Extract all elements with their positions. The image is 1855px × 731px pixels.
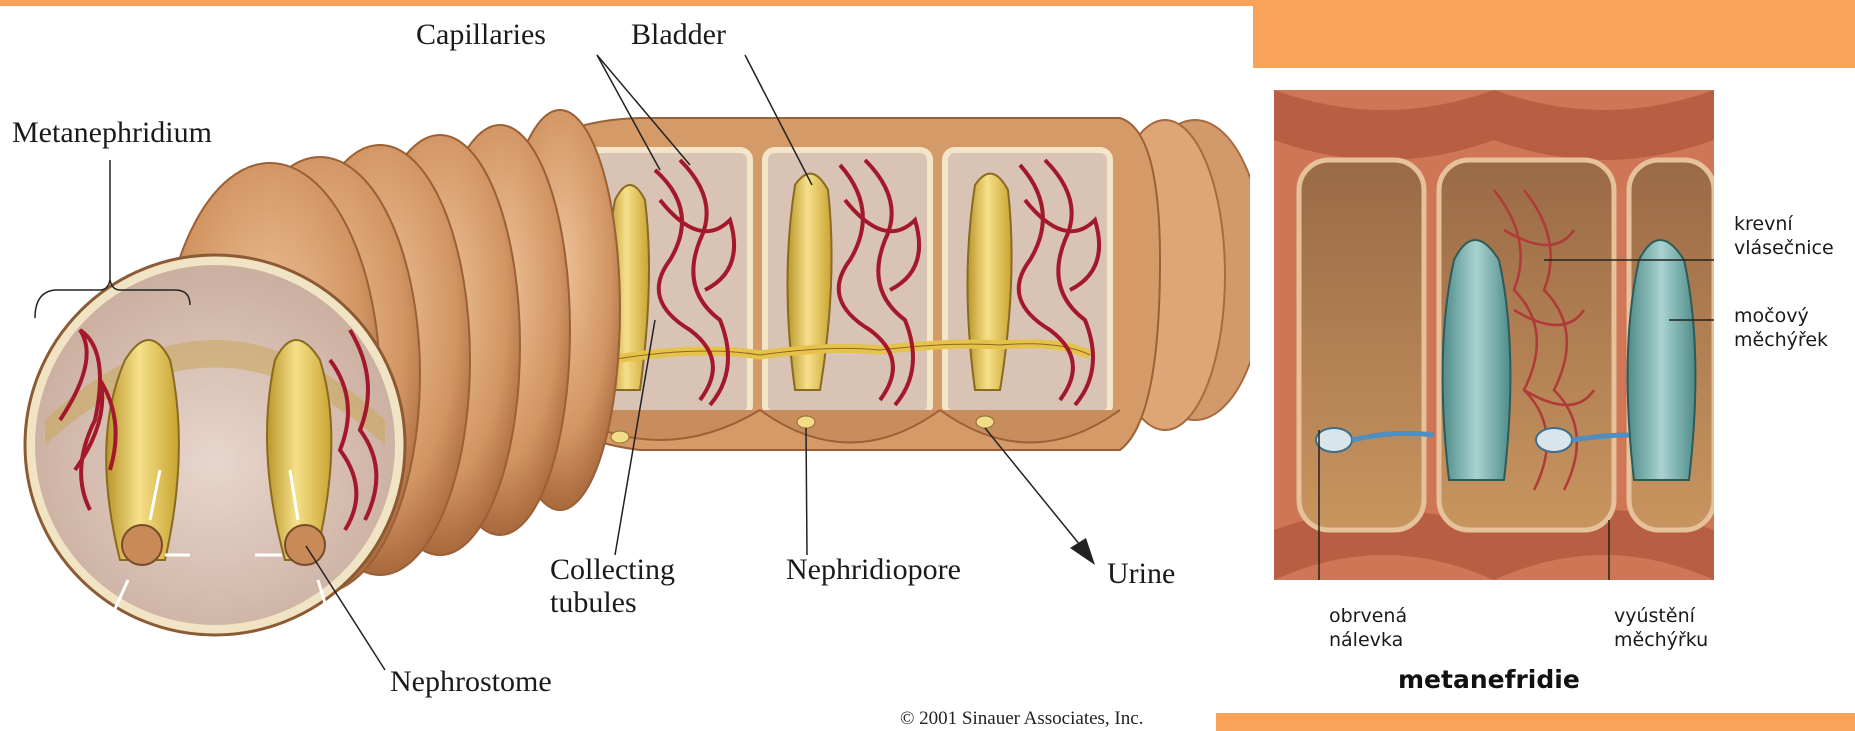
- label-krevni-vlasecnice: krevní vlásečnice: [1734, 213, 1834, 261]
- right-figure-title: metanefridie: [1398, 665, 1580, 694]
- metanefridie-illustration: [1274, 90, 1714, 590]
- label-obrvena-nalevka: obrvená nálevka: [1329, 605, 1407, 653]
- label-mocovy-mechyrek: močový měchýřek: [1734, 305, 1828, 353]
- label-nephridiopore: Nephridiopore: [786, 553, 961, 586]
- label-capillaries: Capillaries: [416, 18, 546, 51]
- right-header-bar: [1253, 0, 1855, 68]
- worm-cross-section: [25, 255, 405, 635]
- label-bladder: Bladder: [631, 18, 726, 51]
- right-footer-bar: [1216, 713, 1855, 731]
- urine-arrowhead: [1070, 538, 1095, 565]
- label-vyusteni-mechyrku: vyústění měchýřku: [1614, 605, 1708, 653]
- label-metanephridium: Metanephridium: [12, 116, 212, 149]
- label-nephrostome: Nephrostome: [390, 665, 552, 698]
- label-urine: Urine: [1107, 557, 1175, 590]
- earthworm-metanephridium-illustration: [0, 0, 1250, 731]
- label-collecting-tubules: Collecting tubules: [550, 553, 675, 619]
- copyright-notice: © 2001 Sinauer Associates, Inc.: [900, 708, 1143, 730]
